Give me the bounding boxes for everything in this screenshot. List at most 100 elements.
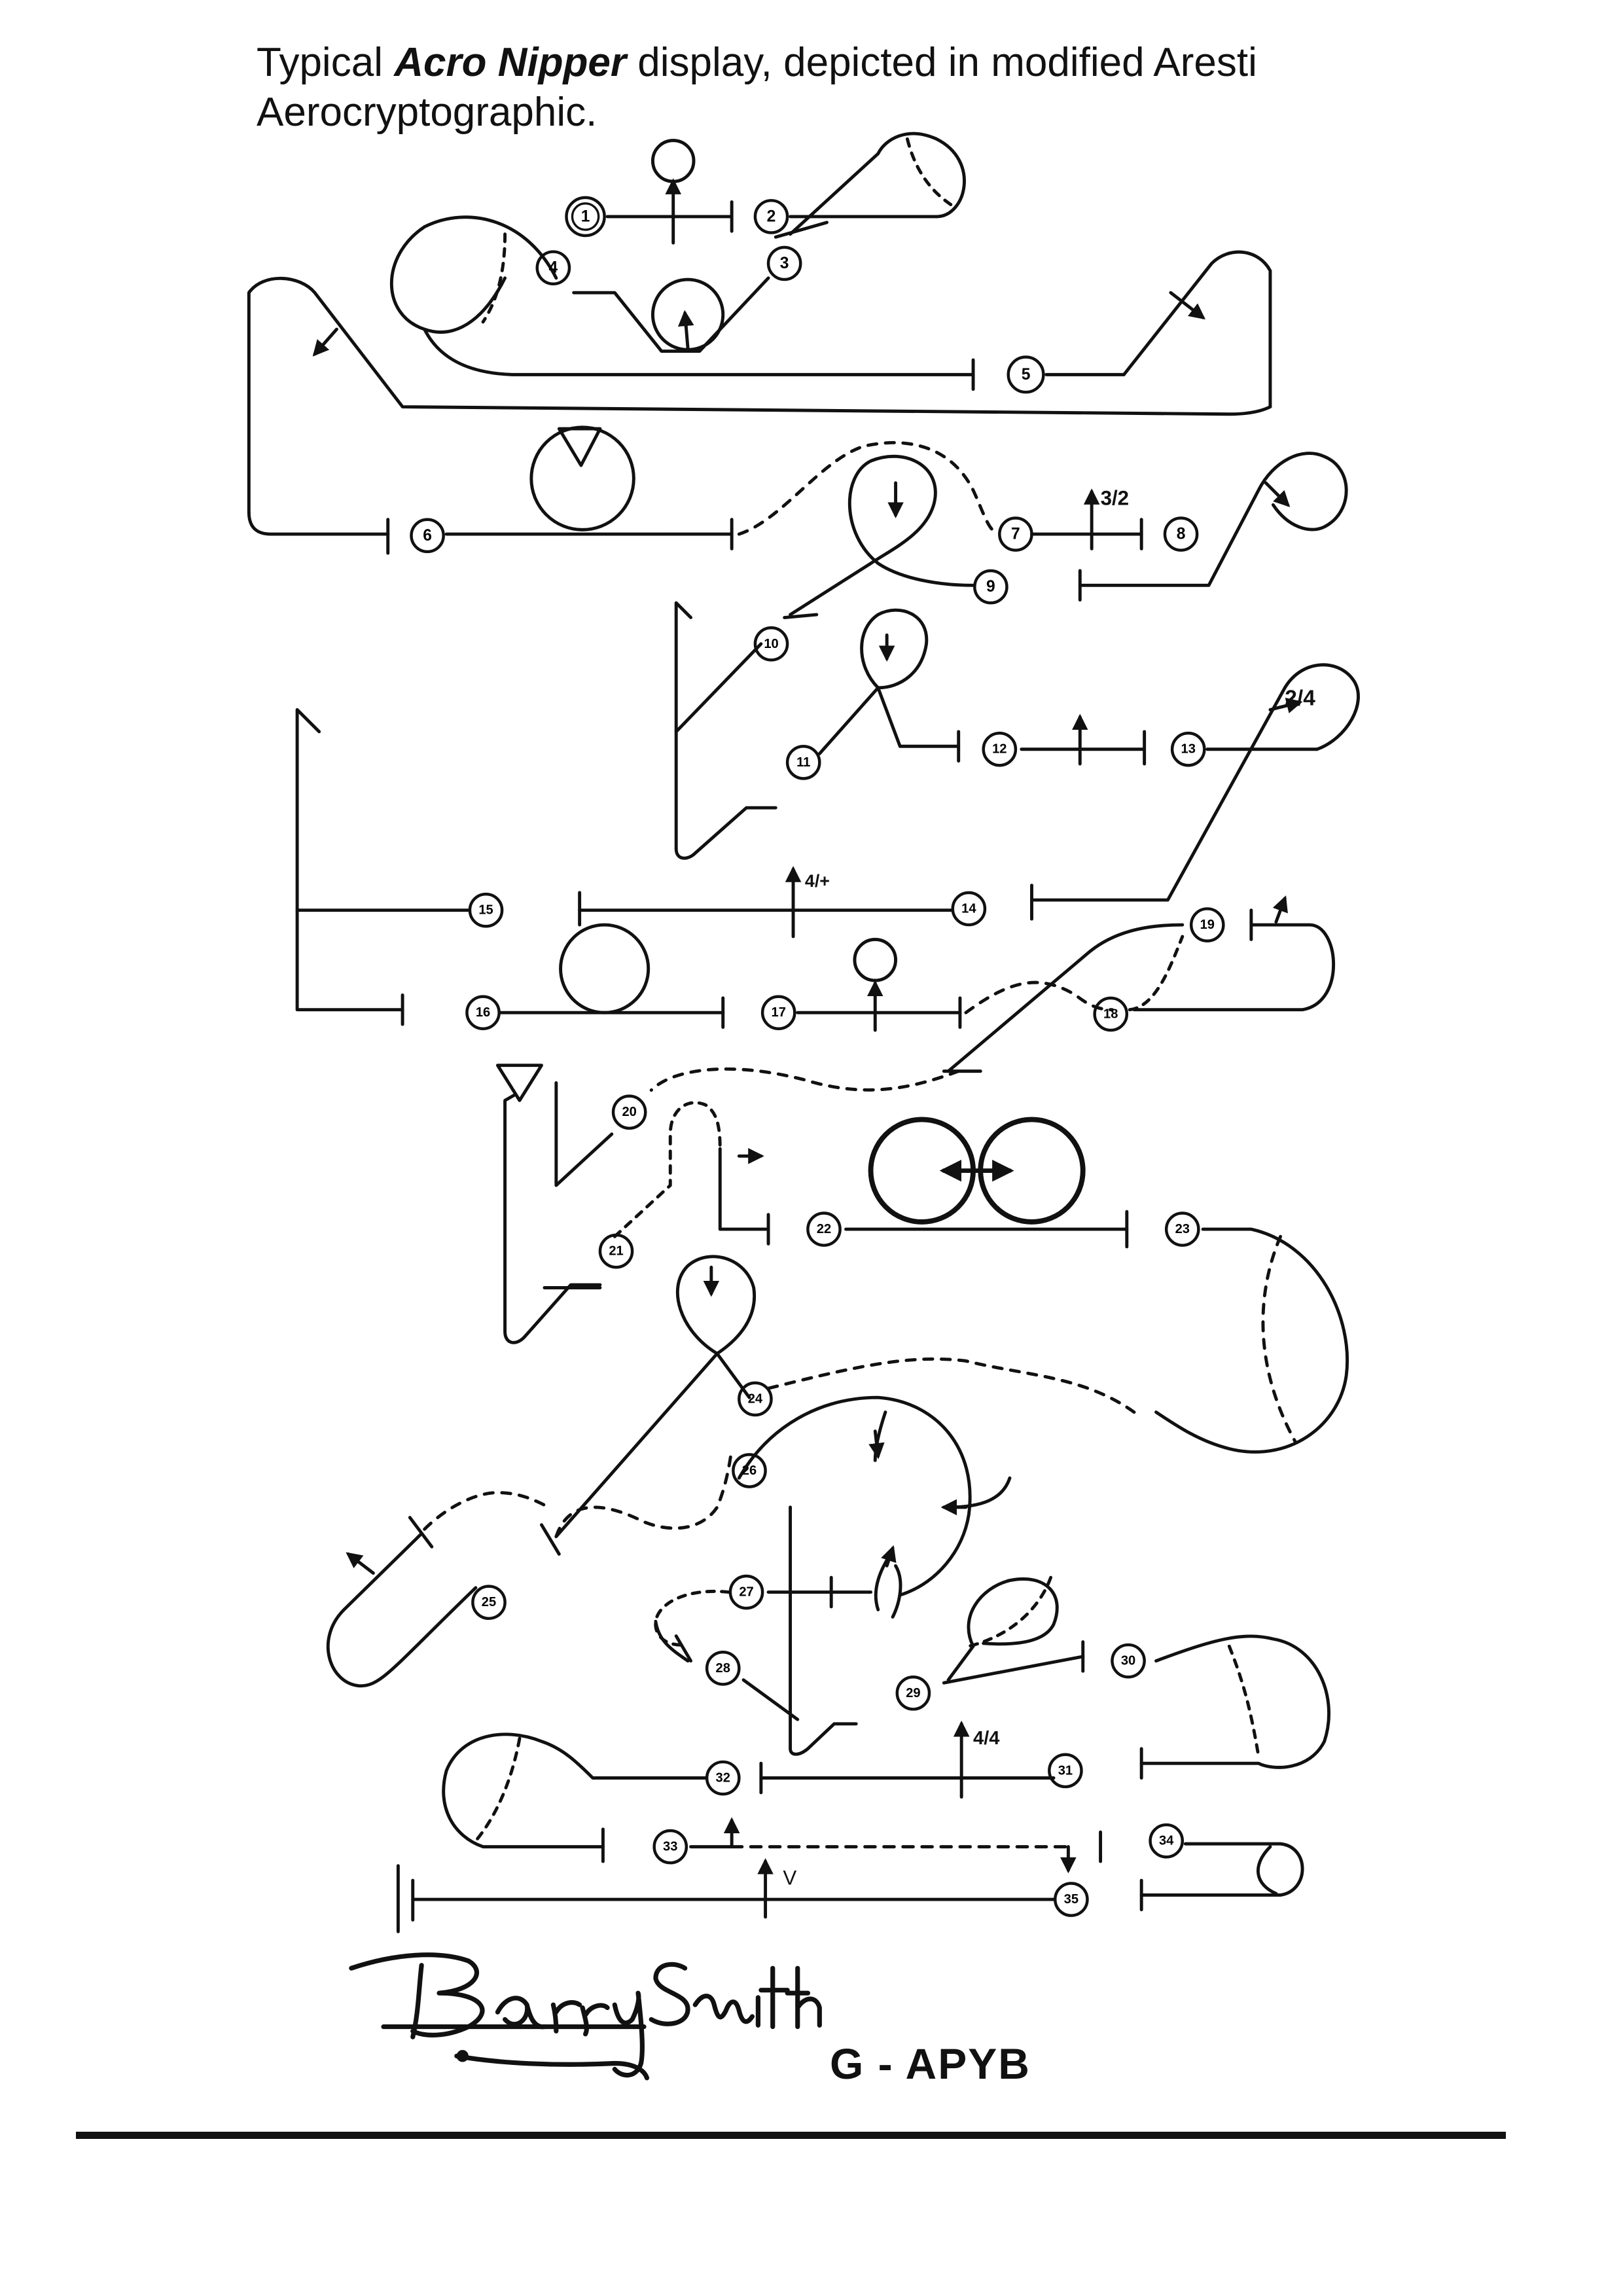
fig-18-19-path [942,895,1336,1073]
fig-20-21-path [495,1064,961,1344]
fig-label-20: 20 [622,1105,636,1119]
fig-marker-21: 21 [598,1233,634,1269]
fig-14-15-path [295,708,953,1026]
fig-label-23: 23 [1175,1222,1190,1236]
fig-label-1: 1 [581,207,590,225]
signature-mark [349,1952,822,2081]
fig-marker-17: 17 [760,995,796,1031]
fig-label-6: 6 [423,527,432,545]
fig-35-path [396,1858,1056,1933]
fig-label-27: 27 [739,1585,753,1600]
fig-22-path [844,1117,1129,1249]
fig-marker-28: 28 [705,1651,741,1686]
fig-label-32: 32 [716,1771,730,1785]
fig-label-4: 4 [549,259,558,277]
caption-prefix: Typical [257,40,395,85]
fig-label-3: 3 [780,255,789,272]
fig-marker-22: 22 [806,1211,842,1247]
fig-marker-27: 27 [728,1574,764,1610]
fig-26-path [737,1395,1012,1619]
fig-marker-6: 6 [410,518,445,554]
fig-label-7: 7 [1011,526,1020,543]
fig-2-path [774,132,966,239]
fig-33-34-path [689,1817,1304,1912]
fig-marker-34: 34 [1149,1823,1185,1859]
fig-marker-15: 15 [468,892,504,928]
fig-marker-5: 5 [1007,355,1045,394]
fig-marker-2: 2 [753,199,789,234]
fig-label-18: 18 [1103,1007,1118,1021]
fig-13-path [1030,663,1360,921]
fig-marker-26: 26 [732,1453,767,1488]
fig-label-11: 11 [796,755,810,770]
fig-marker-13: 13 [1170,731,1206,767]
fig-label-26: 26 [742,1463,757,1478]
fig-marker-19: 19 [1189,907,1225,942]
fig-marker-35: 35 [1054,1882,1089,1917]
fig-label-10: 10 [764,637,778,651]
roll-label-fig13: 2/4 [1285,687,1315,711]
caption-suffix: display, depicted in modified Aresti [626,40,1257,85]
fig-label-15: 15 [478,903,493,918]
fig-label-24: 24 [748,1391,763,1406]
fig-marker-10: 10 [753,626,789,662]
footer-rule [76,2132,1506,2139]
fig-marker-18: 18 [1093,996,1129,1032]
fig-label-5: 5 [1022,366,1031,384]
roll-label-fig7: 3/2 [1101,486,1130,509]
fig-marker-3: 3 [766,245,802,281]
fig-label-25: 25 [482,1595,496,1609]
fig-marker-1: 1 [565,196,606,238]
fig-marker-14: 14 [951,891,987,927]
fig-1-path [605,139,734,245]
fig-7-path [737,440,1143,550]
fig-29-30-path [942,1575,1330,1780]
fig-label-28: 28 [716,1661,730,1676]
roll-label-fig14: 4/+ [805,871,830,891]
caption: Typical Acro Nipper display, depicted in… [257,38,1435,137]
fig-label-16: 16 [476,1005,490,1020]
fig-27-28-path [654,1505,873,1756]
fig-label-2: 2 [767,207,776,225]
fig-marker-9: 9 [973,569,1008,605]
fig-marker-4: 4 [535,250,571,285]
fig-marker-20: 20 [611,1094,647,1130]
fig-label-19: 19 [1200,918,1215,932]
fig-label-34: 34 [1159,1834,1174,1848]
fig-marker-32: 32 [705,1760,741,1796]
fig-marker-24: 24 [738,1381,773,1417]
fig-label-14: 14 [961,901,976,916]
fig-marker-12: 12 [982,731,1018,767]
fig-label-21: 21 [609,1244,623,1259]
fig-marker-16: 16 [465,995,501,1031]
fig-label-9: 9 [986,578,995,596]
fig-label-12: 12 [992,742,1007,757]
fig-label-30: 30 [1121,1654,1135,1668]
caption-line2: Aerocryptographic. [257,90,597,135]
fig-16-17-path [499,923,962,1032]
fig-24-25-path [326,1255,757,1688]
fig-11-12-path [817,608,1147,766]
fig-6-path [247,425,734,555]
fig-marker-25: 25 [471,1585,507,1621]
fig-marker-31: 31 [1048,1753,1083,1789]
fig-3-4-path [389,215,975,391]
fig-marker-7: 7 [998,516,1033,552]
fig-marker-29: 29 [895,1676,931,1711]
fig-label-29: 29 [906,1686,920,1700]
fig-label-31: 31 [1058,1763,1073,1778]
registration-mark: G - APYB [830,2039,1031,2088]
fig-marker-11: 11 [785,745,821,780]
roll-label-fig31: 4/4 [973,1728,999,1749]
fig-label-22: 22 [817,1222,831,1236]
fig-8-path [1078,452,1348,602]
fig-marker-8: 8 [1163,516,1199,552]
fig-marker-23: 23 [1164,1211,1200,1247]
fig-label-33: 33 [663,1840,677,1854]
fig-31-32-path [442,1720,1056,1863]
caption-aircraft: Acro Nipper [394,40,627,85]
fig-9-10-path [674,454,975,860]
fig-label-35: 35 [1064,1892,1079,1907]
